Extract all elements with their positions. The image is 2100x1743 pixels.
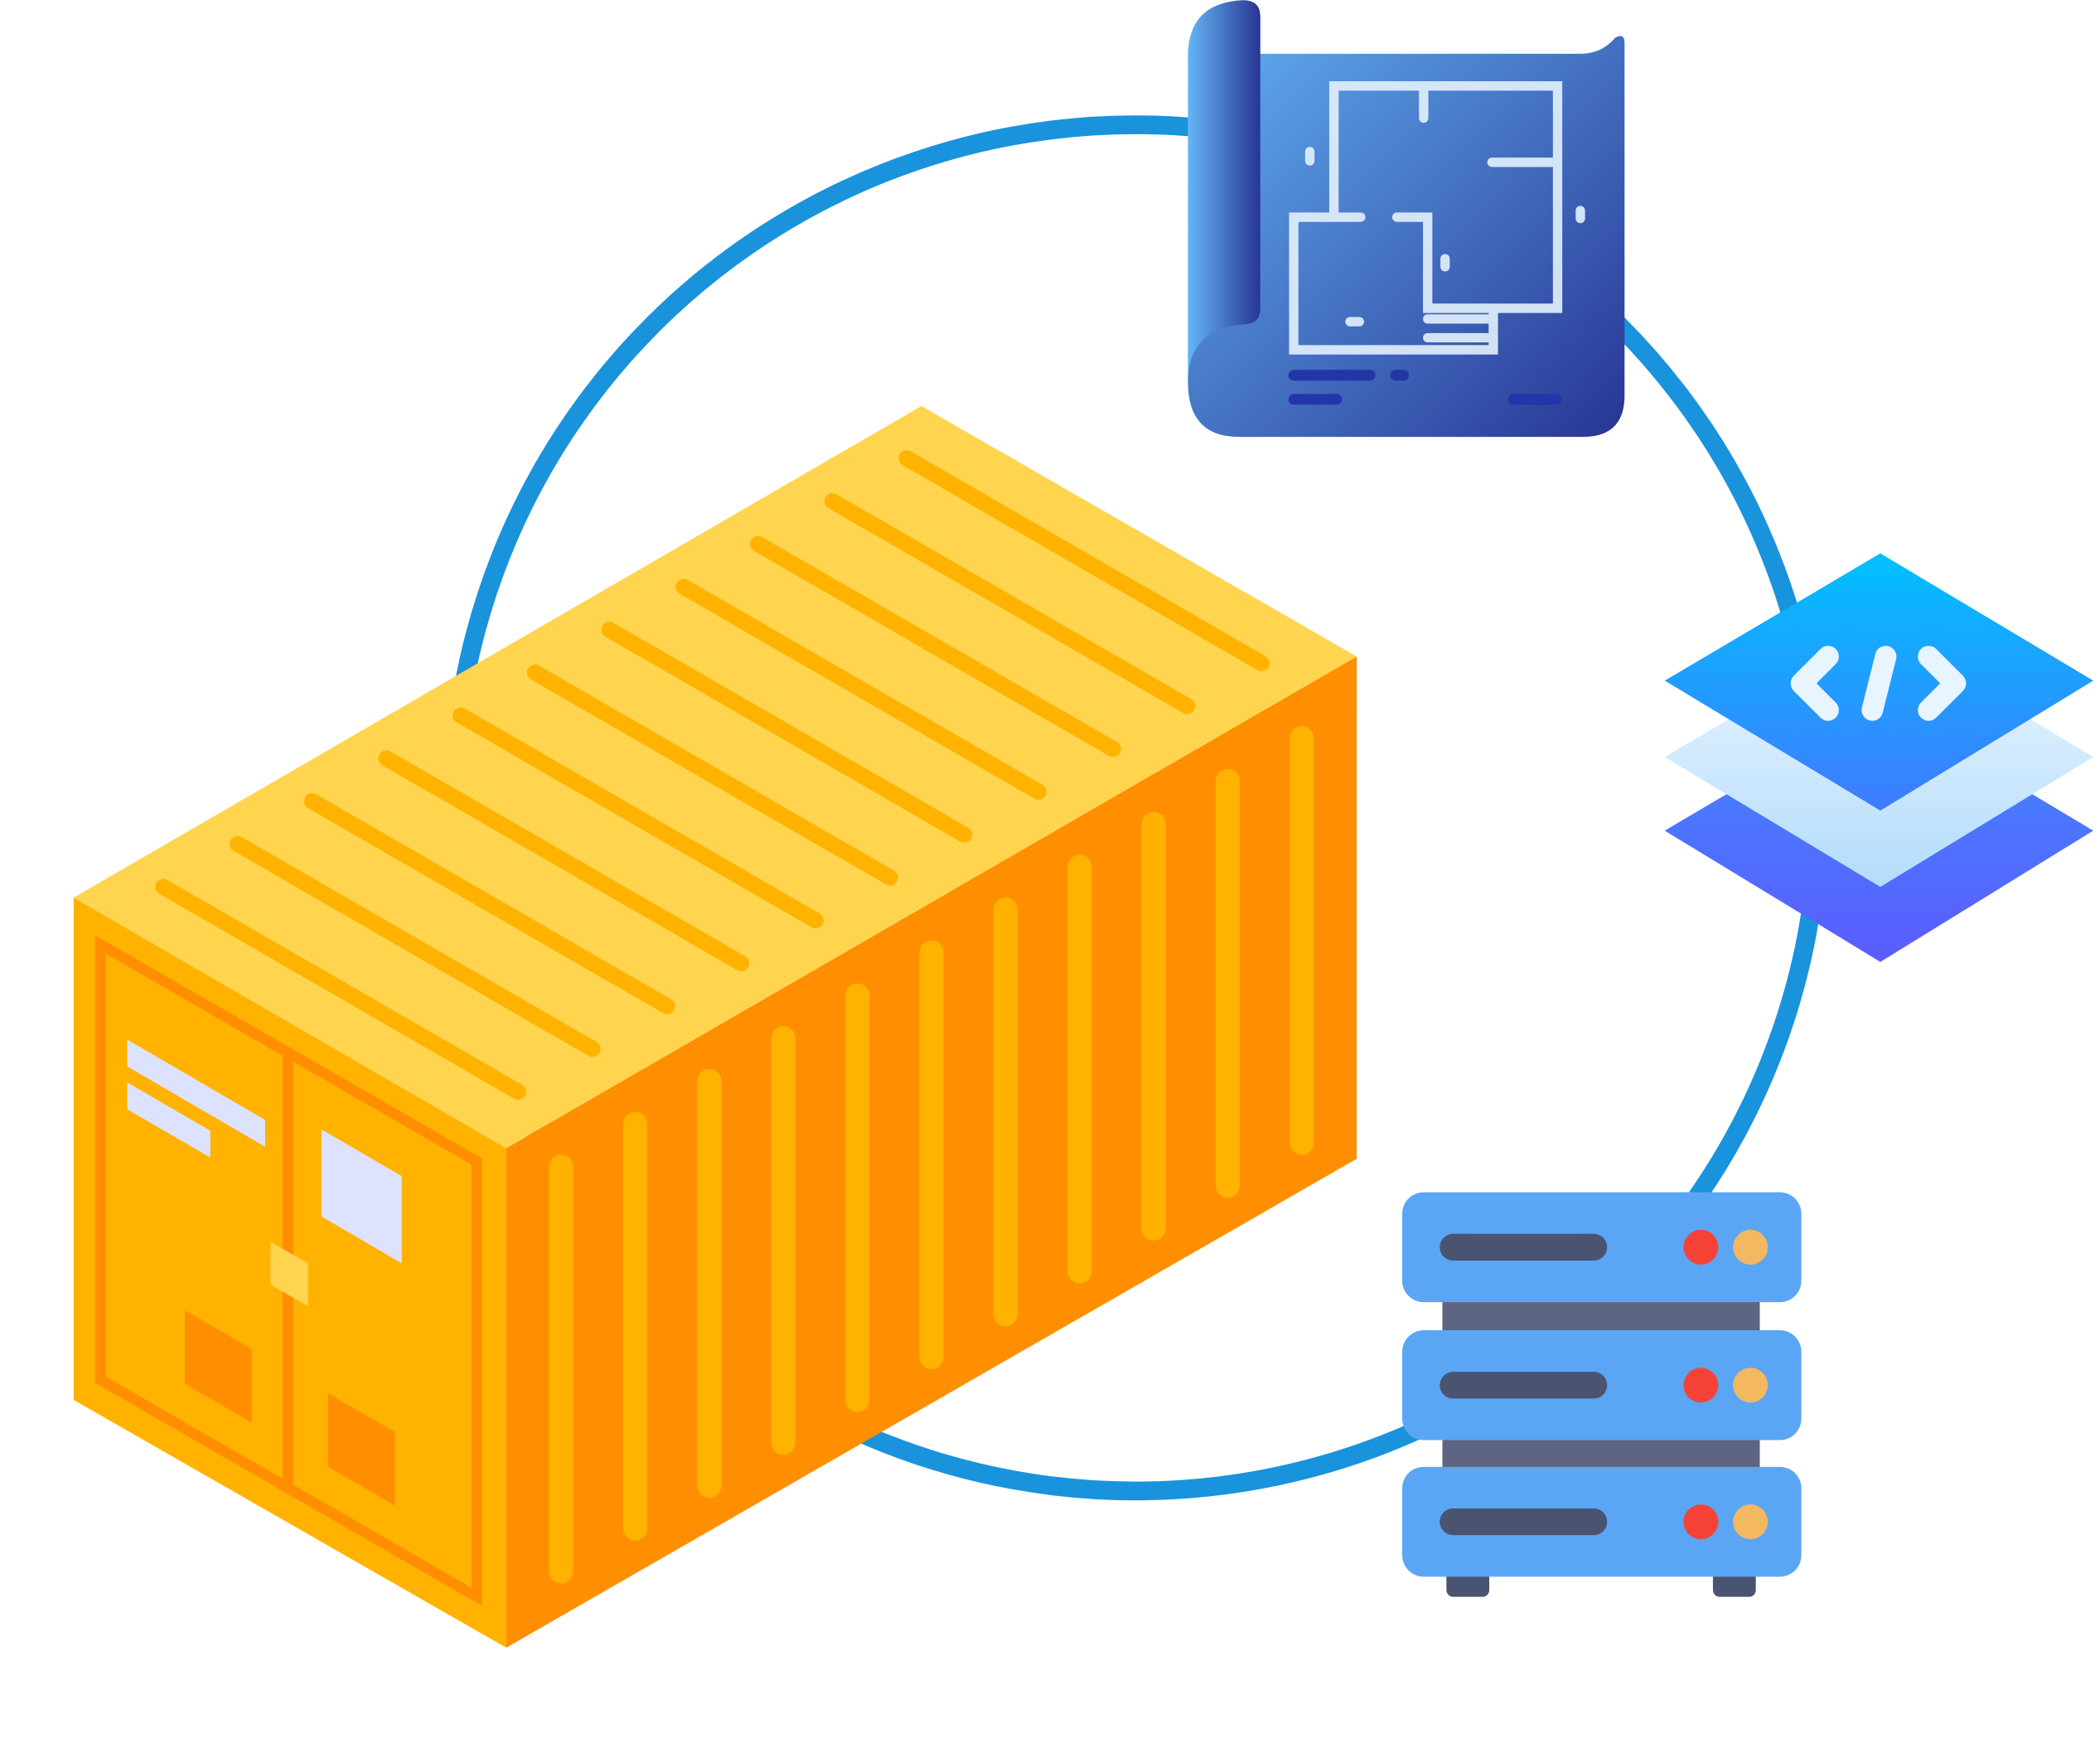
container-roof-rib xyxy=(452,707,824,929)
shipping-container-icon xyxy=(73,405,1357,1649)
status-led-yellow xyxy=(1733,1368,1769,1403)
server-slot xyxy=(1440,1233,1608,1261)
server-unit xyxy=(1402,1330,1802,1440)
container-side-rib xyxy=(622,1111,648,1541)
code-brackets-icon xyxy=(1790,646,1967,721)
container-side-rib xyxy=(845,983,870,1412)
status-led-yellow xyxy=(1733,1229,1769,1265)
status-led-red xyxy=(1683,1504,1719,1540)
container-roof-rib xyxy=(601,622,973,843)
status-led-red xyxy=(1683,1229,1719,1265)
container-side-rib xyxy=(1290,726,1314,1155)
server-unit xyxy=(1402,1466,1802,1577)
container-roof-rib xyxy=(824,492,1196,714)
container-roof-rib xyxy=(378,750,750,971)
container-roof-rib xyxy=(230,835,601,1058)
container-roof-rib xyxy=(155,879,527,1101)
container-roof-rib xyxy=(303,792,675,1014)
container-side-rib xyxy=(697,1068,722,1498)
server-slot xyxy=(1440,1372,1608,1399)
blueprint-icon xyxy=(1188,0,1625,438)
server-unit xyxy=(1402,1192,1802,1303)
container-side-rib xyxy=(993,898,1018,1327)
container-side-rib xyxy=(549,1155,573,1584)
container-roof-rib xyxy=(675,579,1047,801)
container-side-rib xyxy=(1141,811,1166,1241)
server-slot xyxy=(1440,1508,1608,1536)
container-side-rib xyxy=(1215,768,1240,1198)
container-roof-rib xyxy=(526,664,898,886)
status-led-yellow xyxy=(1733,1504,1769,1540)
container-roof-rib xyxy=(898,450,1270,671)
container-side-rib xyxy=(919,940,944,1369)
container-side-rib xyxy=(1067,855,1092,1284)
server-rack-icon xyxy=(1402,1192,1802,1597)
container-roof-rib xyxy=(750,535,1121,758)
container-side-rib xyxy=(771,1026,796,1455)
status-led-red xyxy=(1683,1368,1719,1403)
code-layers-icon xyxy=(1664,553,2093,962)
